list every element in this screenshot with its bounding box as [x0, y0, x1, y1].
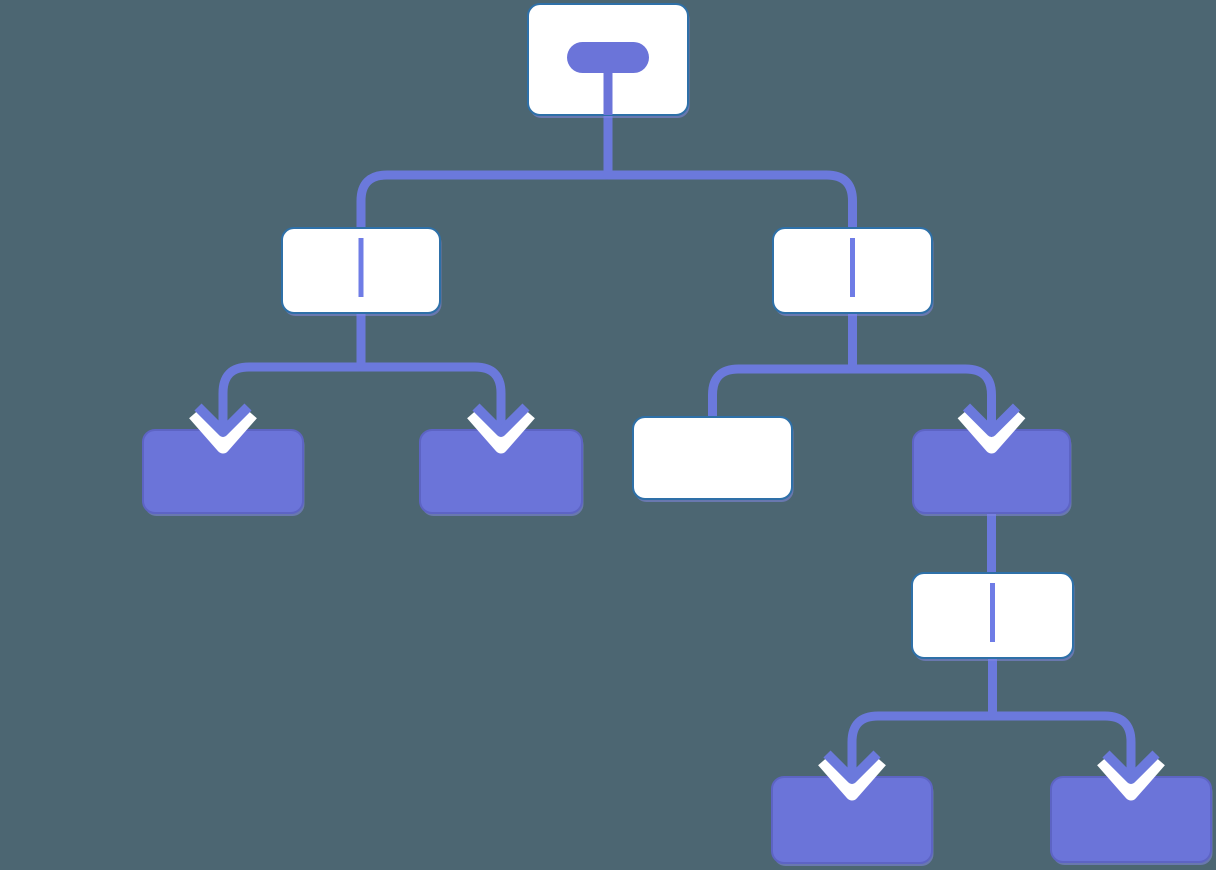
arrowhead-icon	[823, 750, 881, 784]
node-box	[632, 416, 793, 500]
edge-root-to-branch-left[interactable]	[356, 115, 613, 232]
edge-branch-lower-to-leaf-g[interactable]	[988, 658, 1136, 775]
edge-layer	[218, 115, 1136, 775]
node-branch-right[interactable]	[772, 227, 934, 316]
arrowhead-icon	[962, 403, 1021, 437]
node-branch-lower[interactable]	[911, 572, 1075, 661]
divider-line	[358, 238, 364, 297]
edge-arrowhead-leaf-f[interactable]	[818, 750, 886, 801]
divider-line	[850, 238, 855, 297]
chevron-highlight-icon	[189, 409, 257, 454]
edge-arrowhead-leaf-a[interactable]	[189, 403, 257, 454]
edge-branch-left-to-leaf-a[interactable]	[218, 313, 366, 428]
node-root[interactable]	[527, 3, 690, 118]
edge-branch-lower-to-leaf-f[interactable]	[847, 658, 997, 775]
node-child-plain[interactable]	[632, 416, 794, 502]
chevron-highlight-icon	[818, 756, 886, 801]
edge-arrowhead-leaf-b[interactable]	[467, 403, 535, 454]
arrowhead-icon	[1102, 750, 1160, 784]
divider-line	[990, 583, 995, 642]
pill-stem	[603, 72, 613, 115]
edge-branch-right-to-child-plain[interactable]	[708, 313, 857, 421]
edge-arrowhead-leaf-g[interactable]	[1097, 750, 1165, 801]
chevron-highlight-icon	[957, 409, 1026, 454]
node-branch-left[interactable]	[281, 227, 442, 316]
edge-arrowhead-child-filled[interactable]	[957, 403, 1026, 454]
edge-branch-left-to-leaf-b[interactable]	[356, 313, 506, 428]
edge-root-to-branch-right[interactable]	[603, 115, 857, 232]
node-leaf-a[interactable]	[142, 429, 305, 516]
edge-branch-right-to-child-filled[interactable]	[848, 313, 996, 428]
arrowhead-icon	[194, 403, 252, 437]
arrowhead-icon	[472, 403, 530, 437]
node-leaf-b[interactable]	[419, 429, 584, 516]
pill-icon	[567, 42, 649, 73]
node-leaf-g[interactable]	[1050, 776, 1213, 865]
chevron-highlight-icon	[467, 409, 535, 454]
node-child-filled[interactable]	[912, 429, 1072, 516]
chevron-highlight-icon	[1097, 756, 1165, 801]
